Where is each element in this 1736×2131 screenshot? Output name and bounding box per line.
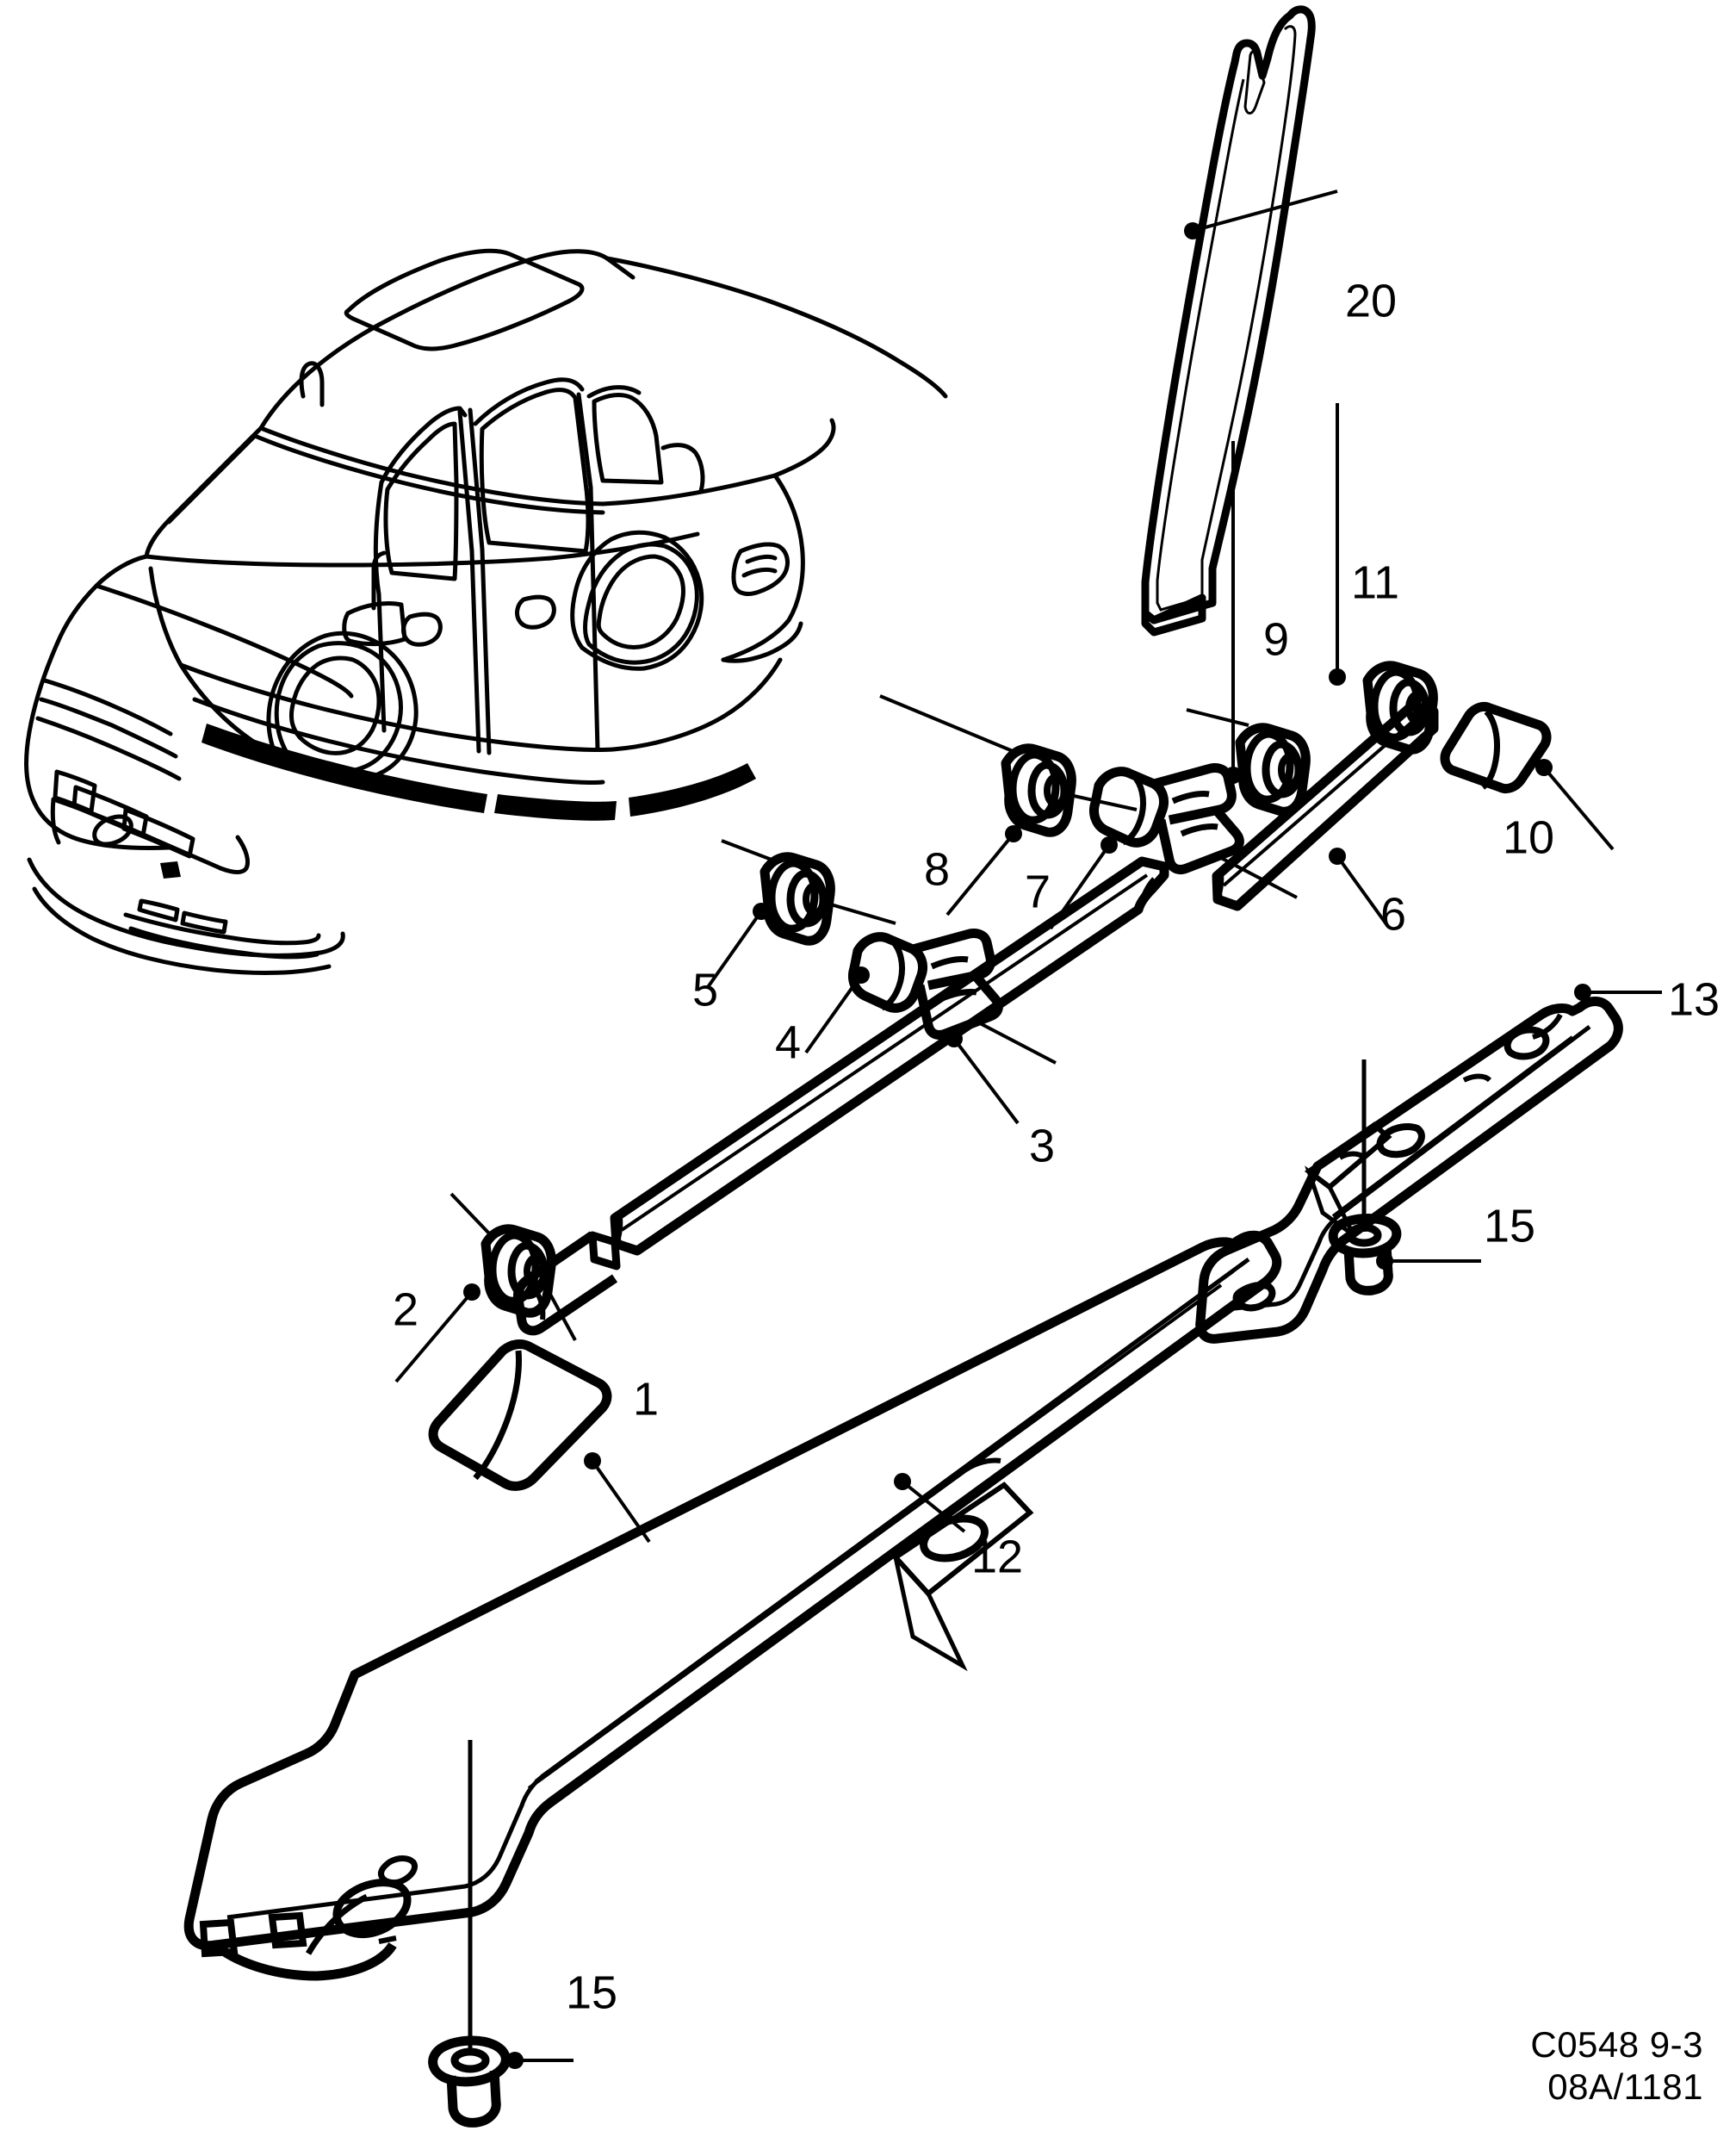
callout-label-20: 20: [1345, 275, 1397, 326]
leader-20: [1184, 189, 1338, 239]
leader-6: [1329, 848, 1388, 926]
callout-label-5: 5: [692, 964, 718, 1016]
callout-label-7: 7: [1025, 866, 1051, 917]
diagram-footer: C0548 9-3 08A/1181: [1530, 2023, 1703, 2109]
callout-label-12: 12: [971, 1531, 1023, 1582]
callout-label-11: 11: [1351, 556, 1399, 608]
callout-label-10: 10: [1503, 811, 1554, 863]
callout-label-6: 6: [1380, 888, 1406, 940]
leader-12: [894, 1473, 966, 1533]
part-12-front-sill-trim: [183, 1230, 1282, 1981]
car-illustration: [24, 248, 948, 975]
part-15-fastener-upper: [1328, 1059, 1402, 1295]
leader-10: [1535, 759, 1615, 851]
callout-label-13: 13: [1668, 973, 1720, 1025]
part-9-grommet: [1235, 723, 1311, 817]
callout-label-4: 4: [775, 1016, 801, 1068]
callout-label-3: 3: [1029, 1120, 1055, 1171]
footer-page-code: 08A/1181: [1547, 2066, 1703, 2108]
part-3-front-door-moulding: [513, 856, 1169, 1336]
leader-8: [946, 825, 1022, 916]
part-20-b-pillar-trim: [1141, 5, 1316, 637]
leader-15-lower: [506, 2052, 574, 2069]
part-1-end-cap: [428, 1339, 612, 1491]
callout-label-15-upper: 15: [1484, 1200, 1535, 1252]
leader-11: [1329, 403, 1346, 686]
part-10-end-cap: [1440, 701, 1552, 794]
part-7-retaining-clip: [1089, 763, 1244, 875]
leader-15-upper: [1376, 1252, 1481, 1270]
leader-3: [946, 1030, 1020, 1125]
callout-label-9: 9: [1263, 613, 1289, 665]
leader-13: [1574, 984, 1662, 1001]
leader-5: [706, 903, 770, 989]
callout-label-8: 8: [924, 843, 950, 895]
part-5-grommet: [721, 839, 896, 946]
part-2-grommet: [450, 1192, 577, 1341]
footer-reference-code: C0548 9-3: [1530, 2023, 1703, 2065]
leader-2: [394, 1283, 480, 1383]
car-side-moulding-strips: [160, 724, 756, 879]
part-15-fastener-lower: [428, 1740, 511, 2128]
part-4-retaining-clip: [848, 929, 1003, 1041]
part-8-grommet: [879, 694, 1138, 837]
callout-label-1: 1: [633, 1373, 659, 1425]
callout-label-2: 2: [393, 1283, 418, 1335]
part-6-rear-door-moulding: [1212, 700, 1439, 911]
callout-label-15-lower: 15: [566, 1966, 617, 2018]
leader-4: [804, 966, 1057, 1065]
